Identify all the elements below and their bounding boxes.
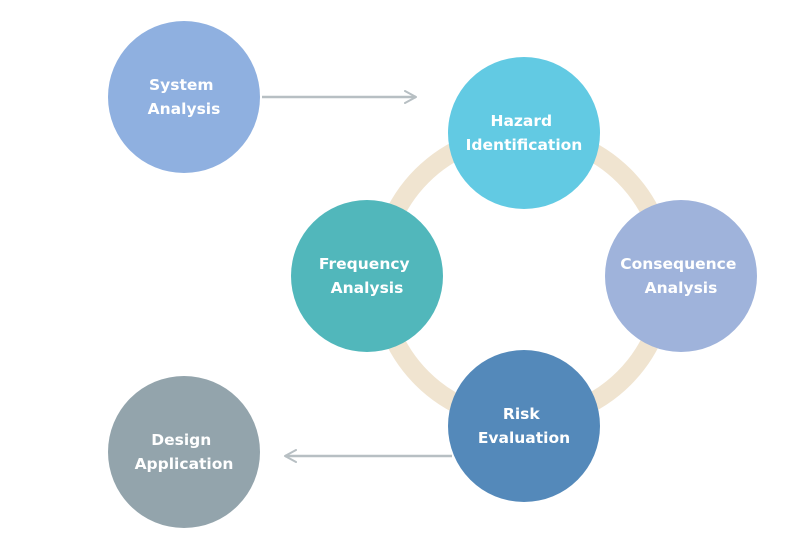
hazard-identification-label-line-2: Identification bbox=[466, 136, 583, 154]
hazard-identification-label-line-1: Hazard bbox=[490, 112, 552, 130]
node-frequency-analysis: Frequency Analysis bbox=[291, 200, 443, 352]
consequence-analysis-label: Consequence Analysis bbox=[620, 255, 742, 297]
frequency-analysis-label: Frequency Analysis bbox=[319, 255, 415, 297]
node-hazard-identification: Hazard Identification bbox=[448, 57, 600, 209]
consequence-analysis-label-line-2: Analysis bbox=[645, 279, 718, 297]
frequency-analysis-label-line-2: Analysis bbox=[331, 279, 404, 297]
frequency-analysis-circle bbox=[291, 200, 443, 352]
node-design-application: Design Application bbox=[108, 376, 260, 528]
system-analysis-label: System Analysis bbox=[148, 76, 221, 118]
risk-evaluation-label: Risk Evaluation bbox=[478, 405, 570, 447]
design-application-label-line-2: Application bbox=[135, 455, 234, 473]
risk-evaluation-label-line-1: Risk bbox=[503, 405, 540, 423]
system-analysis-label-line-2: Analysis bbox=[148, 100, 221, 118]
node-system-analysis: System Analysis bbox=[108, 21, 260, 173]
hazard-identification-circle bbox=[448, 57, 600, 209]
design-application-label: Design Application bbox=[135, 431, 234, 473]
consequence-analysis-circle bbox=[605, 200, 757, 352]
risk-evaluation-label-line-2: Evaluation bbox=[478, 429, 570, 447]
design-application-label-line-1: Design bbox=[151, 431, 211, 449]
hazard-identification-label: Hazard Identification bbox=[466, 112, 583, 154]
node-risk-evaluation: Risk Evaluation bbox=[448, 350, 600, 502]
system-analysis-circle bbox=[108, 21, 260, 173]
risk-evaluation-circle bbox=[448, 350, 600, 502]
node-consequence-analysis: Consequence Analysis bbox=[605, 200, 757, 352]
frequency-analysis-label-line-1: Frequency bbox=[319, 255, 410, 273]
consequence-analysis-label-line-1: Consequence bbox=[620, 255, 736, 273]
design-application-circle bbox=[108, 376, 260, 528]
system-analysis-label-line-1: System bbox=[149, 76, 214, 94]
